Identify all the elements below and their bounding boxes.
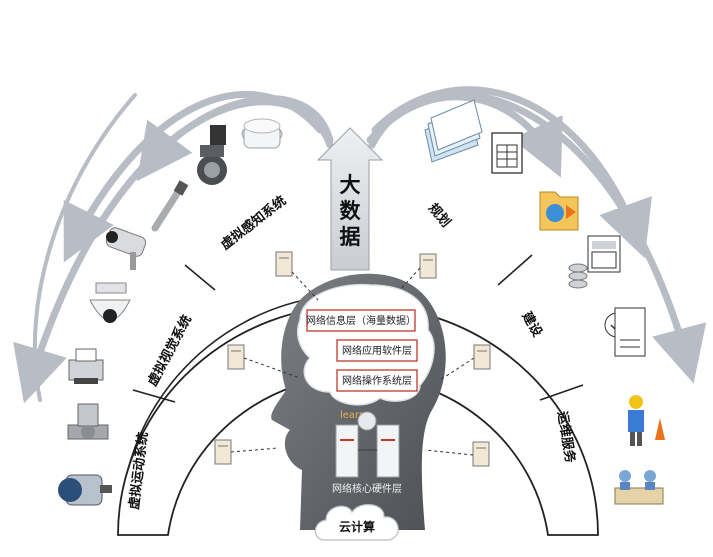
divider-r1 (497, 254, 533, 286)
server-icon (472, 441, 490, 467)
layer-label-2: 网络应用软件层 (342, 344, 412, 357)
layer-box-2 (336, 339, 418, 362)
segment-right-2: 建设 (519, 309, 545, 340)
checklist-icon (604, 307, 646, 357)
server-icon (227, 344, 245, 370)
divider-l2 (132, 389, 176, 403)
server-icon (275, 251, 293, 277)
layer-box-1 (306, 309, 416, 332)
server-icon (214, 439, 232, 465)
big-data-char-3: 据 (340, 225, 361, 249)
svg-text:规划: 规划 (425, 201, 454, 231)
documents-icon (424, 99, 483, 163)
arrow-left-inner (136, 95, 334, 182)
router-icon (357, 411, 377, 431)
segment-right-1: 规划 (425, 201, 454, 231)
watermark: learn (340, 410, 365, 421)
level-sensor-icon (151, 180, 189, 232)
flow-meter-icon (197, 125, 227, 185)
folder-icon (539, 191, 579, 231)
left-device-icons (58, 118, 283, 506)
big-data-char-2: 数 (340, 199, 362, 223)
layer-box-3 (336, 369, 418, 392)
flow-arrows (13, 86, 707, 404)
layer-label-3: 网络操作系统层 (342, 374, 412, 387)
divider-r2 (539, 384, 584, 401)
svg-text:虚拟感知系统: 虚拟感知系统 (218, 193, 290, 253)
segment-left-1: 虚拟感知系统 (218, 193, 290, 253)
calculator-icon (568, 235, 621, 289)
spreadsheet-icon (491, 132, 523, 174)
arrow-far-left (32, 93, 137, 402)
big-data-char-1: 大 (340, 173, 361, 197)
dashed-arrow (291, 271, 319, 301)
layer-label-1: 网络信息层（海量数据） (306, 314, 416, 327)
arrow-right-mid (371, 86, 652, 259)
server-icon (473, 344, 491, 370)
dashed-arrow (424, 449, 474, 456)
hardware-label: 网络核心硬件层 (332, 482, 402, 495)
meeting-icon (614, 470, 664, 505)
worker-icon (628, 395, 665, 446)
big-data-arrow: 大 数 据 (316, 127, 384, 271)
motor-icon (58, 474, 112, 506)
printer-icon (68, 348, 104, 384)
smoke-detector-icon (241, 118, 283, 149)
layer-boxes: 网络信息层（海量数据） 网络应用软件层 网络操作系统层 (306, 309, 418, 392)
cloud: 云计算 (314, 504, 399, 541)
small-servers (214, 251, 491, 467)
dashed-arrow (439, 357, 475, 381)
cloud-label: 云计算 (339, 519, 375, 534)
dashed-arrow (230, 447, 279, 453)
core-servers: 网络核心硬件层 (332, 411, 402, 495)
right-icons (424, 99, 665, 505)
valve-icon (67, 403, 109, 440)
dashed-arrow (243, 357, 301, 379)
dome-camera-icon (89, 282, 131, 323)
bullet-camera-icon (105, 227, 147, 270)
dashed-arrow (399, 267, 421, 291)
divider-l1 (184, 264, 216, 291)
arrow-left-mid (63, 91, 324, 263)
server-icon (419, 253, 437, 279)
svg-text:建设: 建设 (519, 309, 545, 340)
